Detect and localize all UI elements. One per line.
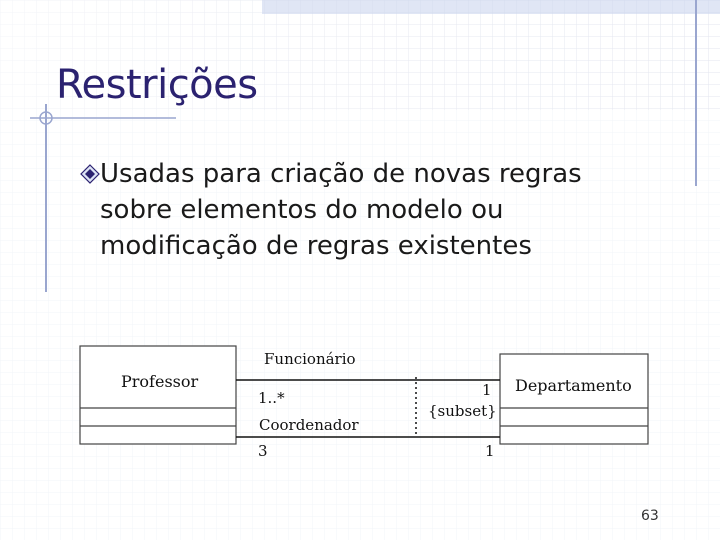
diamond-bullet-icon	[80, 164, 100, 184]
association-funcionario-label: Funcionário	[264, 350, 356, 368]
multiplicity-coordenador-right: 1	[485, 442, 495, 460]
slide-title: Restrições	[56, 62, 258, 108]
class-departamento	[499, 353, 649, 445]
page-number: 63	[641, 508, 659, 524]
class-professor	[79, 345, 237, 445]
association-coordenador-label: Coordenador	[259, 416, 359, 434]
constraint-subset-label: {subset}	[428, 402, 497, 420]
class-departamento-name: Departamento	[515, 376, 632, 395]
multiplicity-funcionario-right: 1	[482, 381, 492, 399]
multiplicity-coordenador-left: 3	[258, 442, 268, 460]
bullet-text: Usadas para criação de novas regras sobr…	[100, 159, 582, 261]
multiplicity-funcionario-left: 1..*	[258, 389, 285, 407]
class-professor-name: Professor	[121, 372, 199, 391]
